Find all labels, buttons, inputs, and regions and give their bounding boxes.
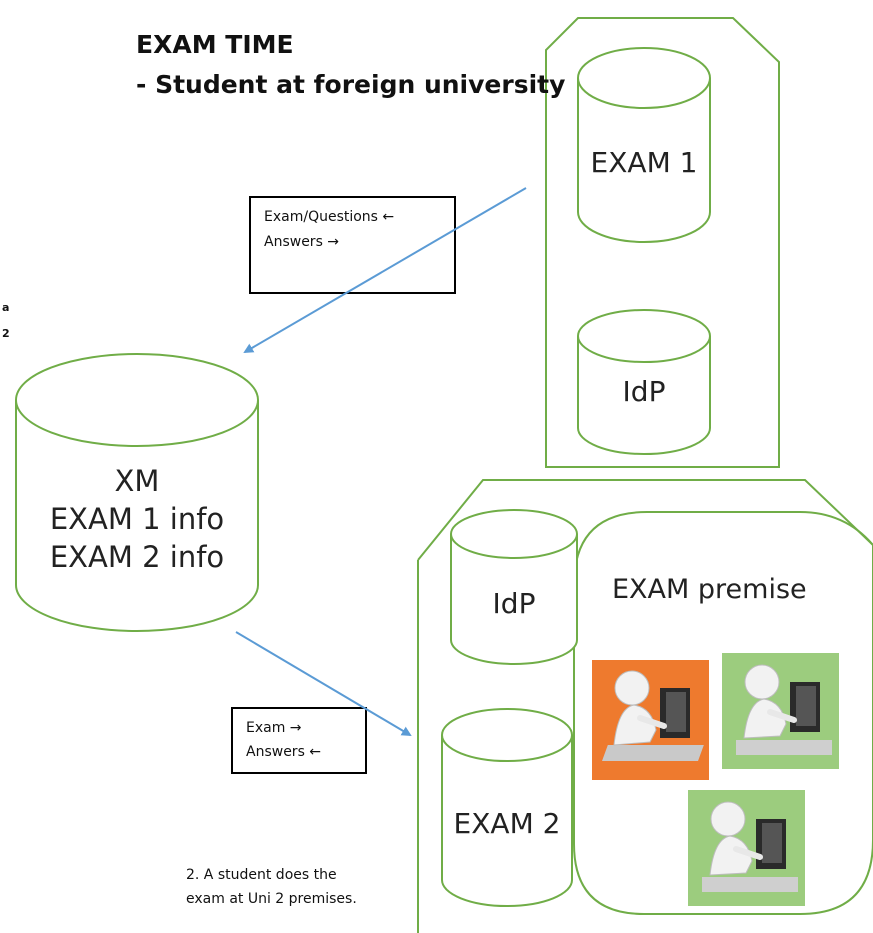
idp-top-cylinder bbox=[577, 309, 711, 455]
footnote-line2: exam at Uni 2 premises. bbox=[186, 891, 357, 907]
answers-out-line: Answers → bbox=[264, 234, 340, 250]
xm-cylinder bbox=[15, 353, 259, 632]
left-fragment-line2: 2 bbox=[2, 327, 10, 340]
exam2-label: EXAM 2 bbox=[453, 807, 561, 840]
exam-questions-box bbox=[249, 196, 456, 294]
idp-top-label: IdP bbox=[622, 375, 666, 408]
footnote-line1: 2. A student does the bbox=[186, 867, 337, 883]
title-line1: EXAM TIME bbox=[136, 30, 294, 59]
student-at-computer-icon bbox=[722, 653, 839, 769]
exam-in-line: Exam → bbox=[246, 720, 302, 736]
title-line2: - Student at foreign university bbox=[136, 70, 566, 99]
top-container bbox=[545, 17, 780, 468]
student-at-computer-icon bbox=[688, 790, 805, 906]
idp-bottom-label: IdP bbox=[492, 587, 536, 620]
exam1-cylinder bbox=[577, 47, 711, 243]
xm-label-line3: EXAM 2 info bbox=[49, 540, 225, 574]
arrow-xm-to-bottom bbox=[235, 631, 412, 737]
exam-answers-box bbox=[231, 707, 367, 774]
exam-premise-label: EXAM premise bbox=[612, 574, 807, 605]
exam2-cylinder bbox=[441, 708, 573, 907]
arrow-exam1-to-xm bbox=[243, 187, 527, 354]
xm-label-line2: EXAM 1 info bbox=[49, 502, 225, 536]
idp-bottom-cylinder bbox=[450, 509, 578, 665]
student-at-computer-icon bbox=[592, 660, 709, 780]
bottom-container bbox=[417, 479, 873, 561]
exam-questions-line: Exam/Questions ← bbox=[264, 209, 395, 225]
left-fragment-line1: a bbox=[2, 301, 10, 314]
exam-premise-area bbox=[573, 511, 873, 915]
xm-label-line1: XM bbox=[114, 464, 160, 498]
exam1-label: EXAM 1 bbox=[590, 146, 698, 179]
answers-back-line: Answers ← bbox=[246, 744, 322, 760]
